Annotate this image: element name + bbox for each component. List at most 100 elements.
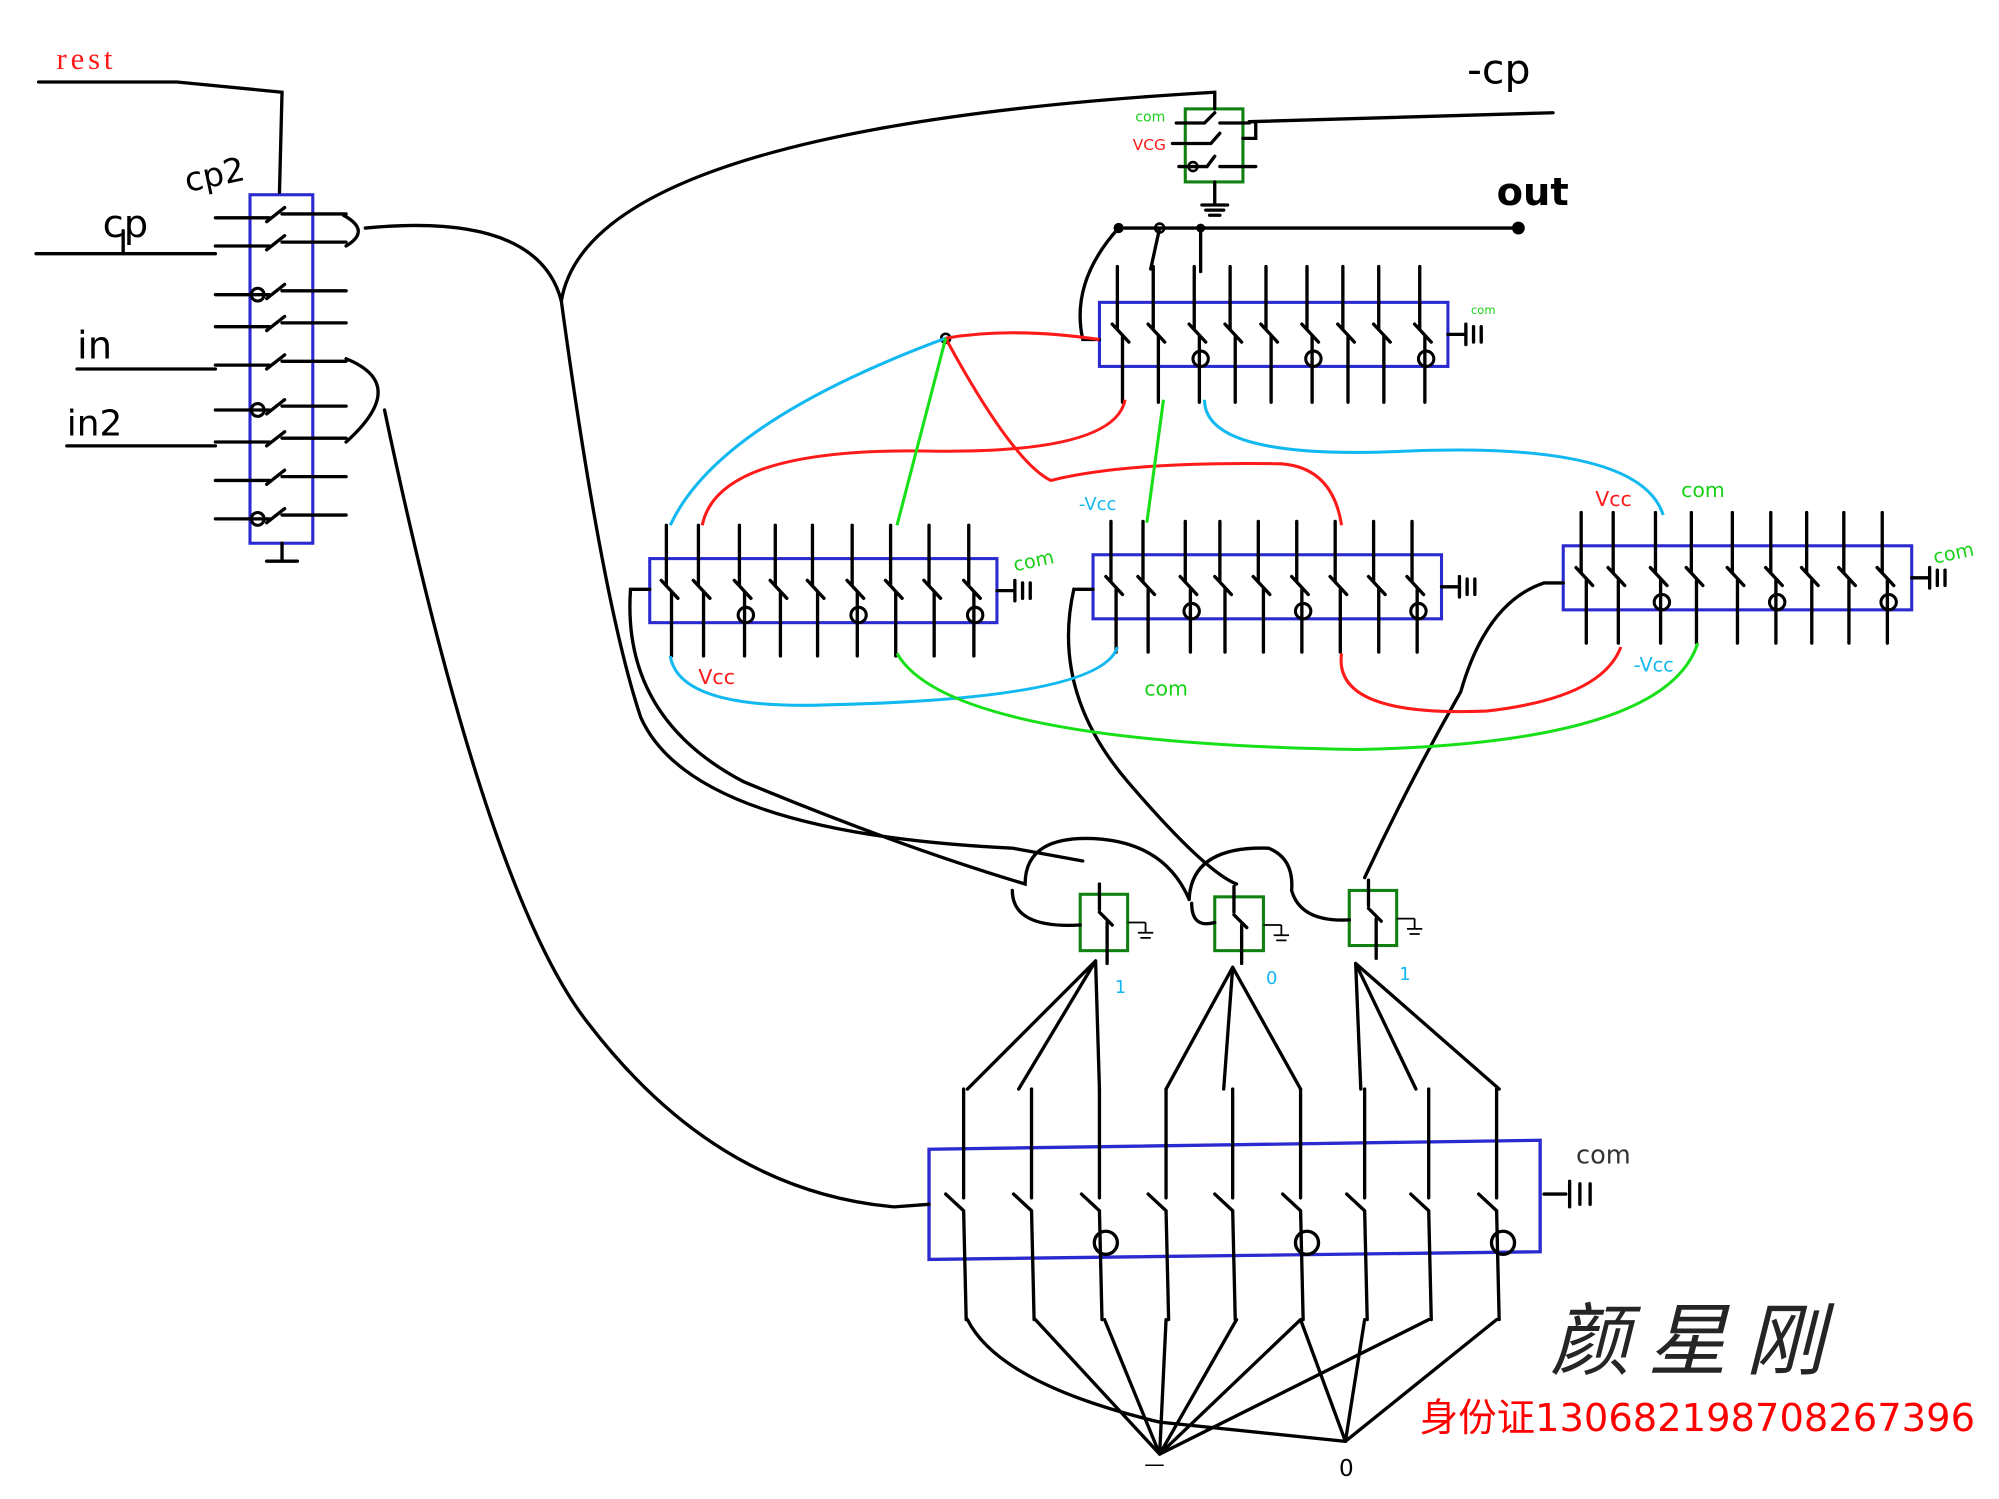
switch: [1477, 1087, 1501, 1322]
switch: [1606, 510, 1627, 645]
inverter-circle: [1416, 349, 1436, 368]
switch: [944, 1087, 968, 1322]
switch: [213, 398, 348, 416]
switch: [1684, 510, 1705, 645]
inverter-circle: [1879, 592, 1898, 612]
svg-text:颜星刚: 颜星刚: [1550, 1294, 1842, 1387]
switch: [883, 523, 904, 658]
switch: [1223, 264, 1244, 404]
switch: [213, 430, 348, 448]
switch: [1280, 1087, 1305, 1322]
label-top-gate-com: com: [1135, 110, 1165, 126]
label-small-switch-1: 1: [1115, 977, 1126, 998]
switch: [213, 234, 348, 252]
label-mid-center-neg-vcc: -Vcc: [1079, 494, 1116, 515]
label-mid-left-com: com: [1011, 545, 1056, 576]
inverter-circle: [965, 605, 985, 625]
top-bank: [1097, 264, 1483, 404]
label-cp: cp: [103, 202, 149, 247]
clock-gate: [1170, 107, 1258, 184]
select-switch-1: [1078, 882, 1154, 966]
switch: [213, 353, 348, 371]
mid-left-bank: [648, 523, 1032, 658]
label-in2: in2: [67, 404, 123, 445]
switch: [1178, 519, 1201, 654]
inverter-circle: [1489, 1229, 1517, 1256]
switch: [1799, 510, 1820, 645]
switch: [1574, 510, 1595, 645]
inverter-circle: [249, 286, 266, 303]
colored-wires: [668, 331, 1700, 752]
switch: [1213, 1087, 1237, 1322]
ground-icon: [1263, 924, 1290, 942]
switch: [845, 523, 868, 658]
switch: [1110, 264, 1131, 404]
switch: [768, 523, 789, 658]
inverter-circle: [1191, 349, 1210, 368]
select-switch-3: [1347, 878, 1423, 961]
label-right-neg-vcc: -Vcc: [1634, 653, 1674, 676]
ground-icon: [995, 578, 1032, 603]
label-right-com: com: [1931, 538, 1976, 569]
inverter-circle: [1652, 592, 1672, 612]
switch: [922, 523, 943, 658]
switch: [213, 468, 348, 486]
inverter-circle: [249, 402, 266, 418]
switch: [1336, 264, 1357, 404]
inverter-circle: [1293, 1229, 1321, 1256]
switch: [1300, 264, 1323, 404]
inverter-circle: [849, 605, 868, 625]
label-rest: rest: [57, 42, 117, 76]
inverter-circle: [1767, 592, 1787, 612]
select-switch-2: [1213, 884, 1290, 966]
switch: [1213, 519, 1234, 654]
ground-icon: [1439, 574, 1477, 599]
switch: [1345, 1087, 1369, 1322]
id-number-text: 身份证130682198708267396: [1420, 1396, 1975, 1441]
black-wires: [34, 80, 1592, 1456]
switch: [961, 523, 985, 658]
ground-icon: [1396, 917, 1423, 935]
switch: [1366, 519, 1387, 654]
switch: [1875, 510, 1898, 645]
switch: [1409, 1087, 1433, 1322]
ground-icon: [264, 541, 300, 563]
switch: [732, 523, 756, 658]
switch: [659, 523, 680, 658]
switch: [1328, 519, 1349, 654]
label-mid-center-com: com: [1144, 677, 1188, 701]
switch: [213, 205, 348, 224]
switch: [1187, 264, 1210, 404]
switch: [1371, 264, 1392, 404]
inverter-circle: [1092, 1229, 1120, 1256]
label-out: out: [1497, 170, 1569, 215]
label-top-bank-com: com: [1471, 303, 1496, 317]
switch-banks: [213, 107, 1947, 1322]
ground-icon: [1446, 322, 1483, 347]
switch: [1011, 1087, 1036, 1322]
switch: [691, 523, 712, 658]
label-right-vcc: Vcc: [1595, 487, 1632, 511]
switch: [1405, 519, 1428, 654]
inverter-circle: [1182, 601, 1201, 621]
output-bank: [927, 1087, 1542, 1322]
label-mid-left-vcc: Vcc: [698, 665, 735, 689]
label-neg-cp: -cp: [1467, 45, 1530, 93]
label-bottom-com: com: [1576, 1140, 1631, 1170]
switch: [213, 314, 348, 333]
text-labels: rest cp2 cp in in2 -cp out com VCG com c…: [57, 42, 1976, 1482]
label-small-switch-1b: 1: [1399, 964, 1410, 985]
switch: [1648, 510, 1672, 645]
switch: [1146, 264, 1167, 404]
switch: [1763, 510, 1787, 645]
switch: [1251, 519, 1272, 654]
inverter-circle: [736, 605, 756, 625]
switch: [1079, 1087, 1104, 1322]
switch: [1289, 519, 1313, 654]
inverter-circle: [1304, 349, 1323, 368]
label-bottom-out-0: 0: [1339, 1456, 1354, 1482]
switch: [213, 506, 348, 525]
input-bank: [213, 193, 348, 563]
label-bottom-out-1: —: [1144, 1452, 1164, 1476]
